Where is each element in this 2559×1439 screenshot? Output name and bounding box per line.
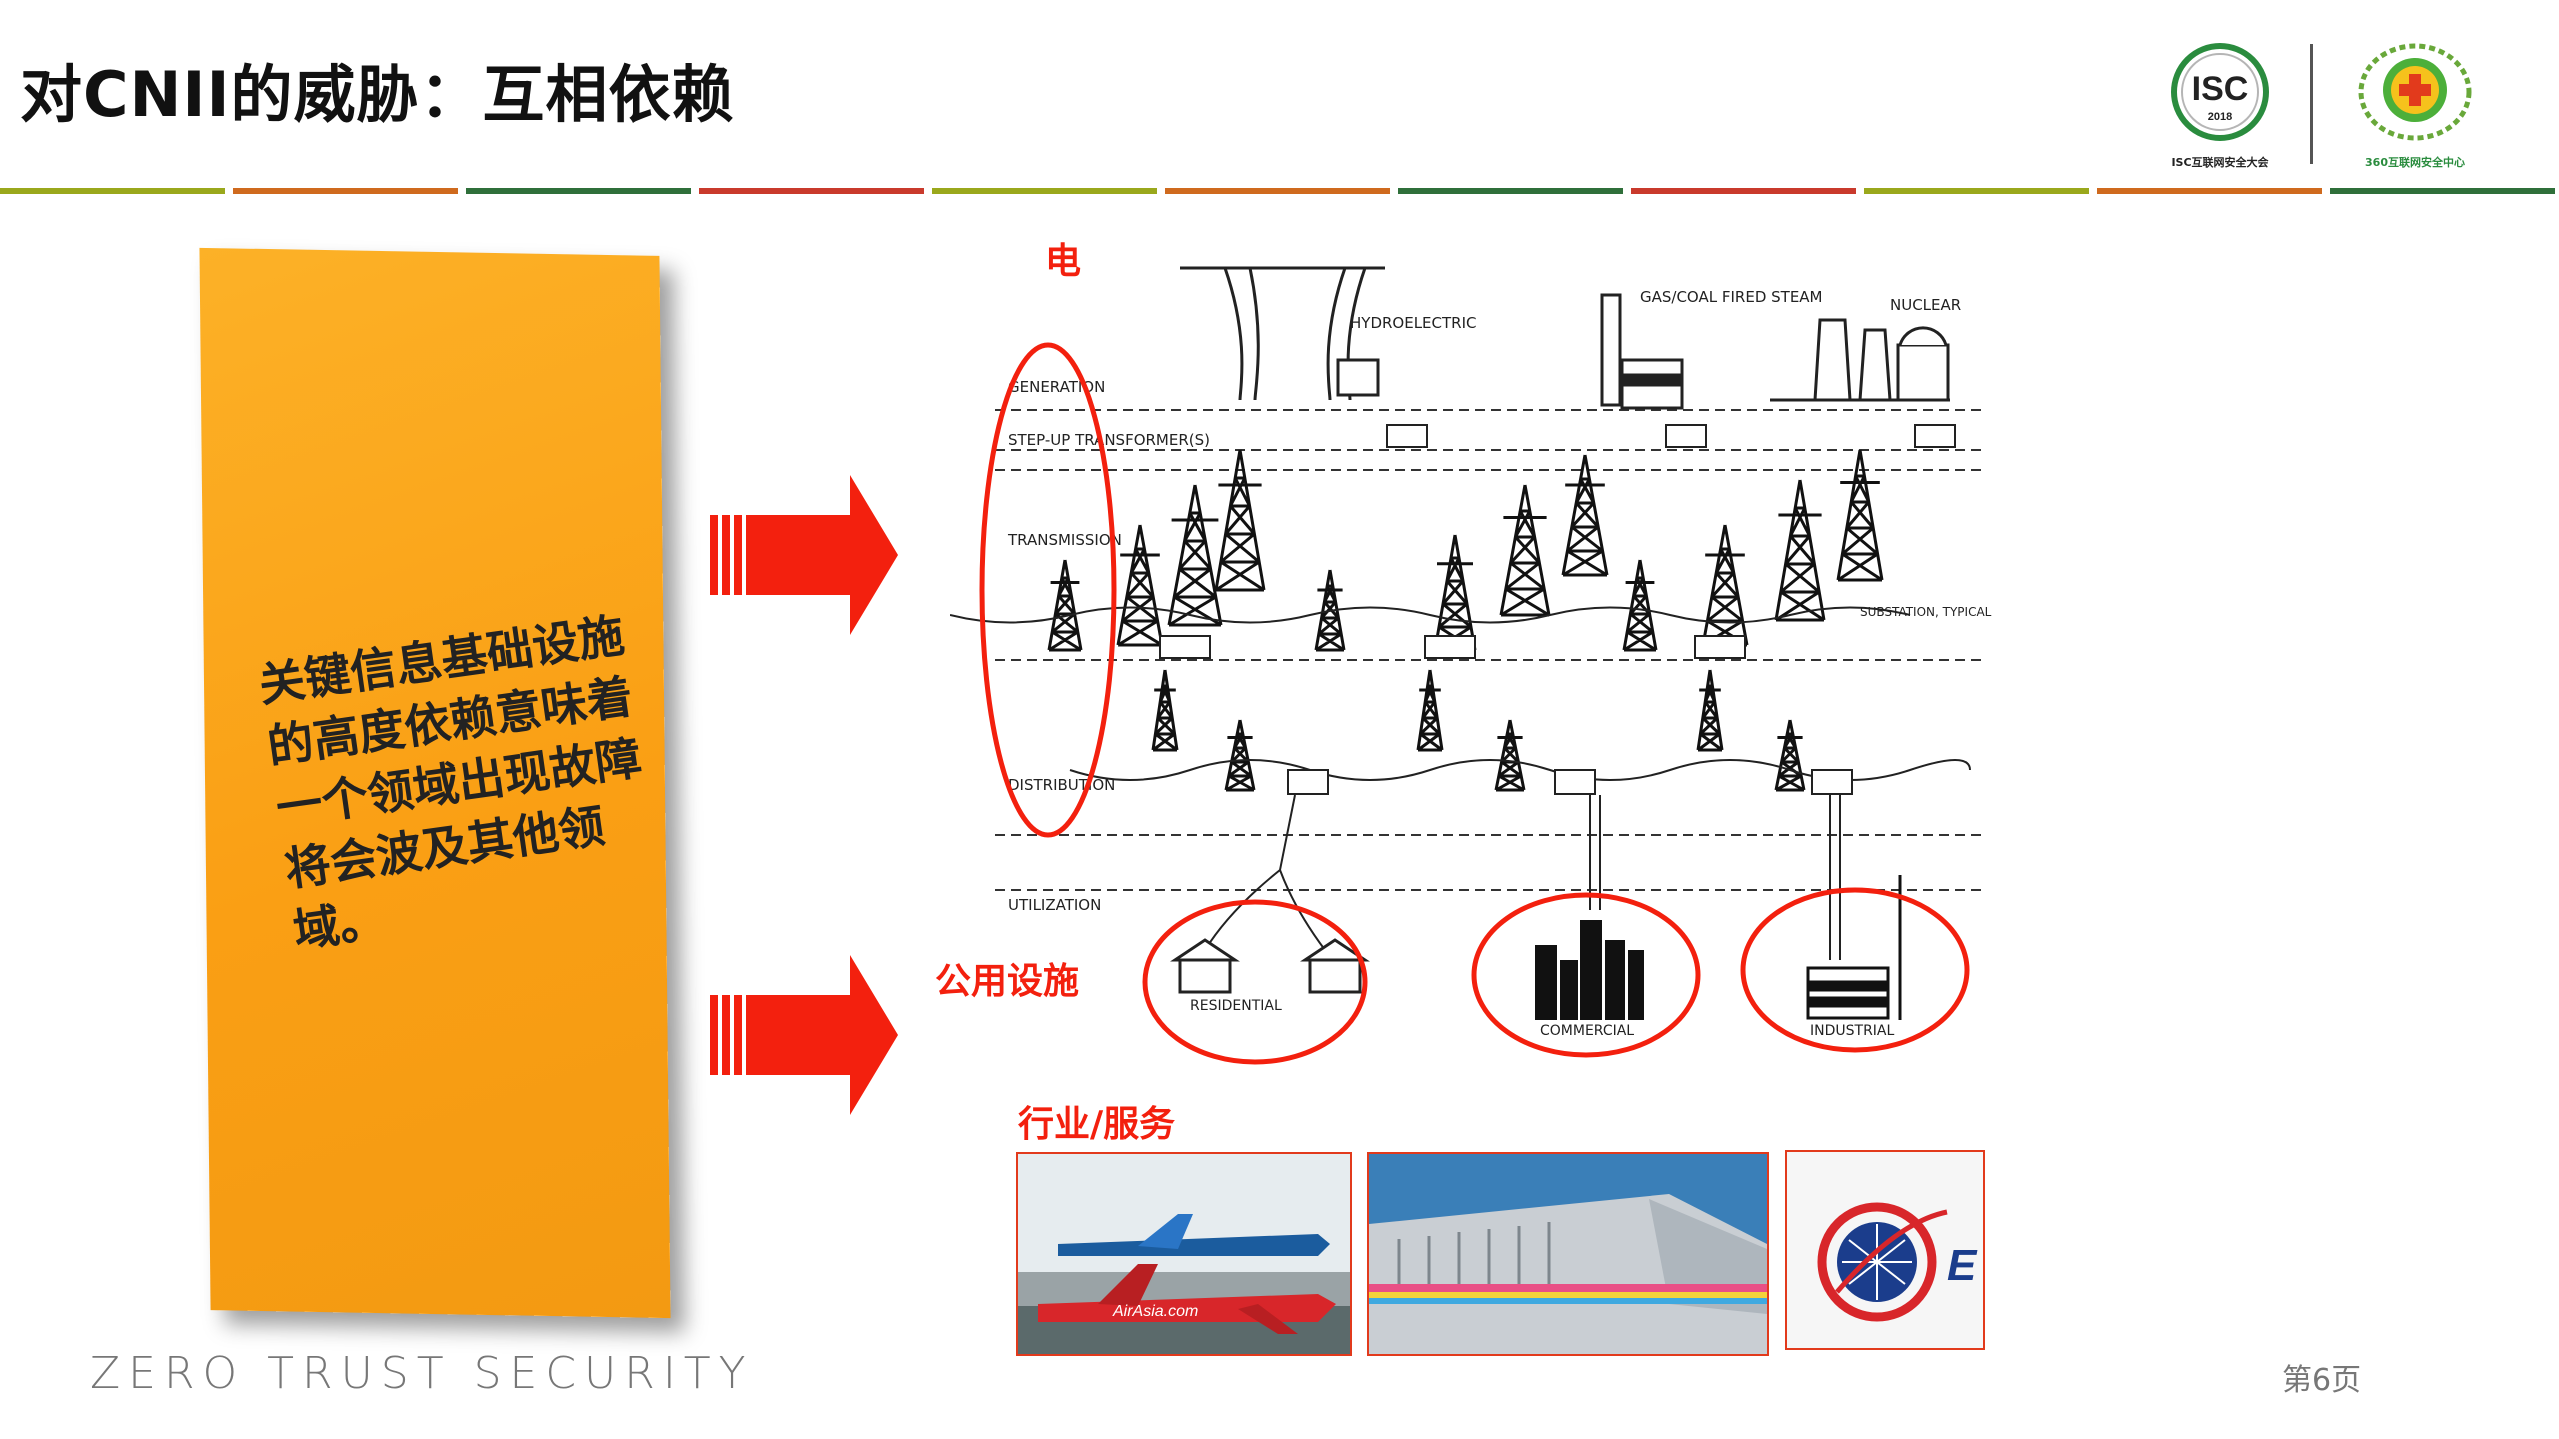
row-label: UTILIZATION bbox=[1008, 896, 1101, 914]
rule-segment bbox=[0, 188, 225, 194]
rule-segment bbox=[2330, 188, 2555, 194]
airplane-photo: AirAsia.com bbox=[1016, 1152, 1352, 1356]
factory-icon bbox=[1806, 875, 1902, 1020]
substation-label: SUBSTATION, TYPICAL bbox=[1860, 605, 1992, 619]
plant-label: GAS/COAL FIRED STEAM bbox=[1640, 288, 1823, 306]
row-label: STEP-UP TRANSFORMER(S) bbox=[1008, 431, 1210, 449]
tower-icon bbox=[1499, 484, 1551, 617]
logo-divider bbox=[2310, 44, 2313, 164]
partner-logo: 360互联网安全中心 bbox=[2340, 40, 2490, 170]
plant-label: NUCLEAR bbox=[1890, 296, 1961, 314]
row-label: GENERATION bbox=[1008, 378, 1105, 396]
arrow-right-icon bbox=[710, 475, 898, 635]
rule-segment bbox=[1165, 188, 1390, 194]
label-electricity: 电 bbox=[1045, 241, 1082, 282]
tower-icon bbox=[1494, 719, 1526, 792]
tower-icon bbox=[1151, 669, 1179, 752]
footer-brand: ZERO TRUST SECURITY bbox=[90, 1348, 754, 1399]
title-rule bbox=[0, 188, 2555, 194]
label-utilities: 公用设施 bbox=[935, 961, 1080, 1002]
consumer-label: RESIDENTIAL bbox=[1190, 998, 1282, 1014]
isc-logo: ISC 2018 ISC互联网安全大会 bbox=[2155, 40, 2285, 170]
train-photo bbox=[1367, 1152, 1769, 1356]
nuclear-plant-icon bbox=[1770, 318, 1950, 402]
consumer-label: COMMERCIAL bbox=[1540, 1023, 1634, 1039]
city-buildings-icon bbox=[1535, 920, 1644, 1020]
tower-icon bbox=[1416, 669, 1444, 752]
tower-icon bbox=[1561, 454, 1609, 577]
power-grid-diagram: GENERATION STEP-UP TRANSFORMER(S) TRANSM… bbox=[950, 266, 1992, 1065]
tower-icon bbox=[1047, 559, 1083, 652]
tower-icon bbox=[1224, 719, 1256, 792]
rule-segment bbox=[233, 188, 458, 194]
label-industry: 行业/服务 bbox=[1018, 1104, 1176, 1145]
airline-text: AirAsia.com bbox=[1112, 1303, 1198, 1320]
tower-icon bbox=[1116, 524, 1164, 647]
rule-segment bbox=[932, 188, 1157, 194]
house-icon bbox=[1170, 938, 1370, 994]
arrow-right-icon bbox=[710, 955, 898, 1115]
isc-logo-caption: ISC互联网安全大会 bbox=[2171, 156, 2269, 169]
tower-icon bbox=[1701, 524, 1749, 647]
page-number: 第6页 bbox=[2282, 1363, 2362, 1398]
info-card-text: 关键信息基础设施的高度依赖意味着一个领域出现故障将会波及其他领域。 bbox=[255, 607, 645, 959]
rule-segment bbox=[1631, 188, 1856, 194]
hydro-dam-icon bbox=[1180, 266, 1385, 401]
tower-icon bbox=[1696, 669, 1724, 752]
svg-text:E: E bbox=[1947, 1241, 1978, 1290]
tower-icon bbox=[1774, 479, 1826, 622]
plant-label: HYDROELECTRIC bbox=[1350, 314, 1477, 332]
rule-segment bbox=[699, 188, 924, 194]
tower-icon bbox=[1214, 449, 1266, 592]
partner-logo-caption: 360互联网安全中心 bbox=[2365, 156, 2465, 169]
rule-segment bbox=[2097, 188, 2322, 194]
isc-logo-text: ISC bbox=[2192, 70, 2249, 108]
highlight-ellipses bbox=[979, 342, 1970, 1065]
rule-segment bbox=[1864, 188, 2089, 194]
rule-segment bbox=[466, 188, 691, 194]
rule-segment bbox=[1398, 188, 1623, 194]
consumer-label: INDUSTRIAL bbox=[1810, 1023, 1895, 1039]
slide-title: 对CNII的威胁：互相依赖 bbox=[20, 58, 735, 131]
energy-company-logo-photo: E bbox=[1785, 1150, 1985, 1350]
tower-icon bbox=[1836, 449, 1884, 582]
tower-icon bbox=[1433, 534, 1477, 652]
row-label: DISTRIBUTION bbox=[1008, 776, 1115, 794]
row-label: TRANSMISSION bbox=[1007, 531, 1122, 549]
isc-logo-year: 2018 bbox=[2208, 111, 2232, 123]
tower-icon bbox=[1622, 559, 1658, 652]
tower-icon bbox=[1774, 719, 1806, 792]
tower-icon bbox=[1167, 484, 1223, 627]
steam-plant-icon bbox=[1600, 293, 1684, 410]
